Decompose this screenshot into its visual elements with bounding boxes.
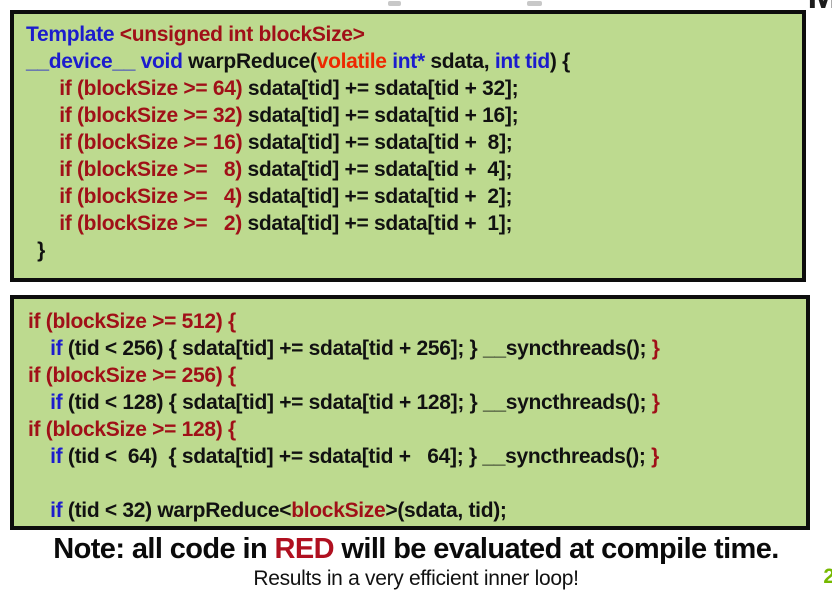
code-line: if (blockSize >= 2) sdata[tid] += sdata[… <box>26 210 802 237</box>
code-segment: sdata[tid] += sdata[tid + 1]; <box>241 212 513 235</box>
code-box-warp-reduce: Template <unsigned int blockSize>__devic… <box>10 10 806 282</box>
code-segment: if <box>28 391 63 414</box>
code-line: if (blockSize >= 4) sdata[tid] += sdata[… <box>26 183 802 210</box>
cropped-title-fragment <box>527 1 542 6</box>
code-segment: } <box>26 239 45 262</box>
code-segment: int* <box>392 50 425 73</box>
code-segment: if (blockSize >= 32) <box>26 104 243 127</box>
code-line <box>28 470 806 497</box>
code-segment: if (blockSize >= 4) <box>26 185 242 208</box>
code-segment: <unsigned int blockSize> <box>119 23 365 46</box>
code-line: if (blockSize >= 512) { <box>28 308 806 335</box>
cropped-title-fragment <box>388 1 401 6</box>
code-segment: if (blockSize >= 256) { <box>28 364 236 387</box>
code-segment: } <box>651 337 660 360</box>
code-segment: (tid < 32) warpReduce< <box>62 499 292 522</box>
code-segment: if (blockSize >= 512) { <box>28 310 236 333</box>
logo-glyph: M <box>807 0 832 16</box>
page-number: 2 <box>823 565 832 588</box>
code-segment: sdata[tid] += sdata[tid + 2]; <box>241 185 513 208</box>
code-segment: if (blockSize >= 16) <box>26 131 243 154</box>
code-line: if (blockSize >= 8) sdata[tid] += sdata[… <box>26 156 802 183</box>
code-line: if (tid < 128) { sdata[tid] += sdata[tid… <box>28 389 806 416</box>
code-segment: blockSize <box>291 499 386 522</box>
code-line: if (blockSize >= 256) { <box>28 362 806 389</box>
code-segment: if <box>28 499 63 522</box>
code-segment: if <box>28 337 63 360</box>
code-segment: sdata[tid] += sdata[tid + 32]; <box>242 77 519 100</box>
code-line: } <box>26 237 802 264</box>
code-line: __device__ void warpReduce(volatile int*… <box>26 48 802 75</box>
code-segment: } <box>651 445 660 468</box>
note-post: will be evaluated at compile time. <box>333 533 779 565</box>
code-line: Template <unsigned int blockSize> <box>26 21 802 48</box>
code-line: if (tid < 64) { sdata[tid] += sdata[tid … <box>28 443 806 470</box>
code-segment: (tid < 128) { sdata[tid] += sdata[tid + … <box>62 391 652 414</box>
code-segment: sdata[tid] += sdata[tid + 4]; <box>241 158 513 181</box>
code-segment: warpReduce( <box>182 50 317 73</box>
code-segment: sdata[tid] += sdata[tid + 16]; <box>242 104 519 127</box>
code-segment: if (blockSize >= 64) <box>26 77 243 100</box>
note-pre: Note: all code in <box>53 533 275 565</box>
code-line: if (blockSize >= 128) { <box>28 416 806 443</box>
code-segment: (tid < 64) { sdata[tid] += sdata[tid + 6… <box>62 445 652 468</box>
note-highlight-red: RED <box>274 533 335 565</box>
code-line: if (blockSize >= 16) sdata[tid] += sdata… <box>26 129 802 156</box>
code-line: if (blockSize >= 32) sdata[tid] += sdata… <box>26 102 802 129</box>
code-line: if (blockSize >= 64) sdata[tid] += sdata… <box>26 75 802 102</box>
code-segment: (tid < 256) { sdata[tid] += sdata[tid + … <box>62 337 652 360</box>
caption-line: Results in a very efficient inner loop! <box>253 567 579 590</box>
code-segment: >(sdata, tid); <box>385 499 507 522</box>
code-segment: ) { <box>549 50 570 73</box>
code-segment: Template <box>26 23 120 46</box>
code-box-blocksize-unroll: if (blockSize >= 512) { if (tid < 256) {… <box>10 295 810 530</box>
code-line: if (tid < 256) { sdata[tid] += sdata[tid… <box>28 335 806 362</box>
cropped-logo-fragment: M <box>778 0 832 16</box>
note-line: Note: all code in RED will be evaluated … <box>0 533 832 566</box>
code-segment: } <box>651 391 660 414</box>
code-segment: __device__ void <box>26 50 183 73</box>
code-segment: sdata, <box>424 50 495 73</box>
code-segment: volatile <box>316 50 387 73</box>
code-segment: if (blockSize >= 8) <box>26 158 242 181</box>
code-line: if (tid < 32) warpReduce<blockSize>(sdat… <box>28 497 806 524</box>
code-segment: if (blockSize >= 2) <box>26 212 242 235</box>
code-segment: if <box>28 445 63 468</box>
code-segment: if (blockSize >= 128) { <box>28 418 236 441</box>
code-segment: sdata[tid] += sdata[tid + 8]; <box>242 131 513 154</box>
code-segment: int tid <box>494 50 550 73</box>
